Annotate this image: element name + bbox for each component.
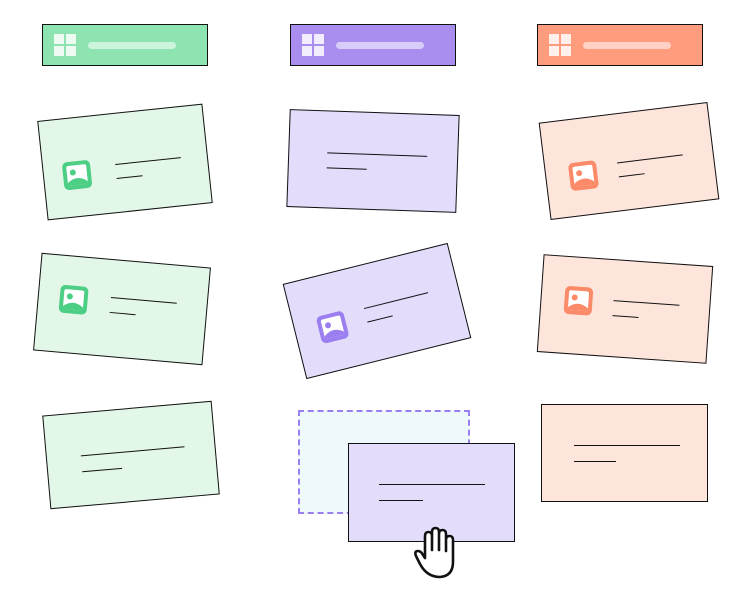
card-purple-2[interactable]	[282, 242, 472, 380]
grid-icon	[54, 34, 76, 56]
grid-icon	[302, 34, 324, 56]
text-line	[115, 157, 181, 166]
grab-hand-icon	[404, 520, 466, 582]
text-line	[109, 311, 136, 316]
card-green-3[interactable]	[42, 400, 220, 510]
image-icon	[57, 283, 90, 316]
column-header-purple[interactable]	[290, 24, 456, 66]
text-line	[379, 500, 423, 501]
image-icon	[314, 309, 350, 345]
card-orange-1[interactable]	[538, 102, 720, 220]
text-line	[618, 173, 645, 178]
column-title-placeholder	[88, 42, 176, 49]
text-line	[613, 300, 680, 306]
text-line	[379, 484, 485, 485]
card-orange-2[interactable]	[536, 254, 714, 364]
text-line	[326, 167, 367, 170]
text-line	[82, 467, 123, 473]
text-line	[574, 445, 680, 446]
column-title-placeholder	[336, 42, 424, 49]
card-purple-1[interactable]	[286, 109, 460, 213]
card-purple-dragging[interactable]	[348, 443, 515, 542]
image-icon	[567, 159, 600, 192]
text-line	[80, 446, 185, 457]
text-line	[110, 296, 177, 304]
card-green-2[interactable]	[33, 252, 211, 366]
text-line	[327, 152, 428, 157]
text-line	[367, 315, 393, 323]
text-line	[574, 461, 616, 462]
image-icon	[562, 285, 594, 317]
column-header-green[interactable]	[42, 24, 208, 66]
text-line	[116, 175, 143, 179]
text-line	[612, 315, 639, 318]
card-green-1[interactable]	[37, 103, 213, 221]
image-icon	[61, 159, 94, 192]
grid-icon	[549, 34, 571, 56]
text-line	[363, 292, 429, 310]
column-header-orange[interactable]	[537, 24, 703, 66]
card-orange-3[interactable]	[541, 404, 708, 502]
text-line	[617, 154, 683, 164]
column-title-placeholder	[583, 42, 671, 49]
